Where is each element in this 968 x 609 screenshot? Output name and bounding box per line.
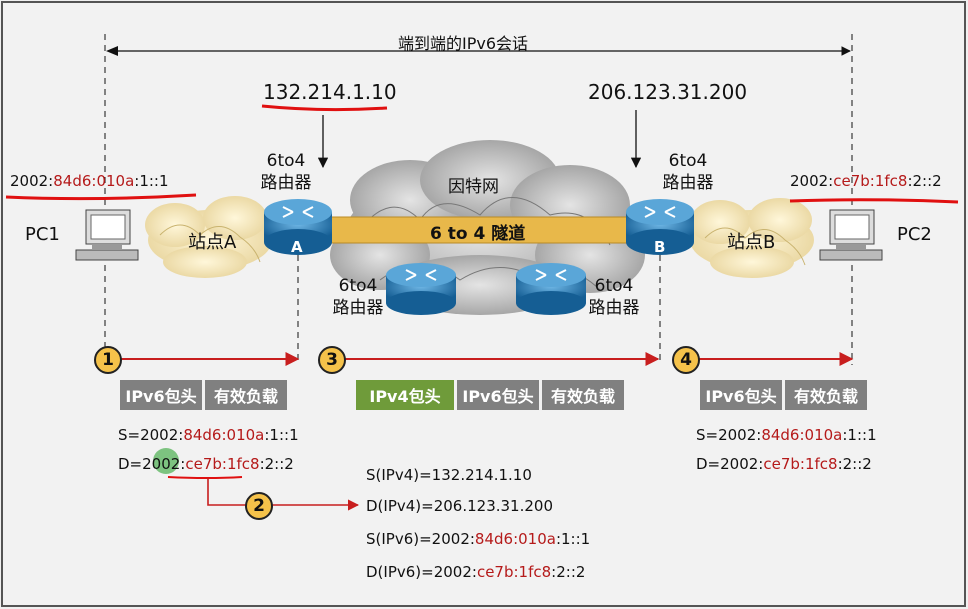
right-dest-address: D=2002:ce7b:1fc8:2::2 (696, 455, 872, 473)
internet-label: 因特网 (448, 177, 499, 197)
router-mid1-icon (386, 263, 456, 315)
packet-3-ipv6-header: IPv6包头 (457, 380, 539, 410)
pc2-icon (819, 209, 883, 261)
underline-pc1-addr (5, 193, 197, 201)
left-source-prefix: S=2002: (118, 426, 184, 444)
right-source-prefix: S=2002: (696, 426, 762, 444)
router-b-ipv4: 206.123.31.200 (588, 80, 748, 104)
cursor-highlight (153, 448, 179, 474)
router-b-label: 6to4 路由器 (648, 150, 728, 194)
encap-source-ipv6: S(IPv6)=2002:84d6:010a:1::1 (366, 530, 590, 548)
right-dest-suffix: :2::2 (837, 455, 872, 473)
router-mid1-label-line1: 6to4 (338, 276, 378, 296)
pc2-address-prefix: 2002: (790, 172, 834, 190)
right-source-suffix: :1::1 (842, 426, 877, 444)
encap-source-ipv6-red: 84d6:010a (474, 530, 556, 548)
site-a-cloud (145, 196, 272, 278)
pc2-address-suffix: :2::2 (907, 172, 942, 190)
pc1-icon (75, 209, 139, 261)
router-mid1-label: 6to4 路由器 (320, 275, 396, 319)
session-label: 端到端的IPv6会话 (398, 34, 529, 53)
packet-3-ipv4-header: IPv4包头 (356, 380, 454, 410)
right-dest-red: ce7b:1fc8 (763, 455, 838, 473)
pc2-address-red: ce7b:1fc8 (833, 172, 908, 190)
packet-3-payload: 有效负载 (542, 380, 624, 410)
router-a-badge: A (291, 238, 303, 256)
packet-4-payload: 有效负载 (785, 380, 867, 410)
packet-step-3: IPv4包头 IPv6包头 有效负载 (356, 380, 624, 410)
pc2-address: 2002:ce7b:1fc8:2::2 (790, 172, 942, 190)
packet-1-payload: 有效负载 (205, 380, 287, 410)
packet-step-4: IPv6包头 有效负载 (700, 380, 867, 410)
router-mid2-label-line2: 路由器 (588, 298, 640, 318)
encap-dest-ipv6: D(IPv6)=2002:ce7b:1fc8:2::2 (366, 563, 585, 581)
router-mid2-label-line1: 6to4 (594, 276, 634, 296)
pc1-address-red: 84d6:010a (53, 172, 135, 190)
router-a-label-line2: 路由器 (260, 173, 312, 193)
router-a-label: 6to4 路由器 (246, 150, 326, 194)
step-3-marker: 3 (318, 346, 346, 374)
encap-source-ipv6-prefix: S(IPv6)=2002: (366, 530, 475, 548)
right-source-red: 84d6:010a (761, 426, 843, 444)
session-arrowhead-left (106, 46, 118, 56)
encap-dest-ipv6-red: ce7b:1fc8 (476, 563, 552, 581)
left-dest-suffix: :2::2 (259, 455, 294, 473)
router-mid2-label: 6to4 路由器 (576, 275, 652, 319)
encap-dest-ipv4: D(IPv4)=206.123.31.200 (366, 497, 553, 515)
pc1-address: 2002:84d6:010a:1::1 (10, 172, 169, 190)
site-b-cloud (690, 198, 814, 278)
step-2-marker: 2 (245, 492, 273, 520)
packet-1-ipv6-header: IPv6包头 (120, 380, 202, 410)
left-dest-address: D=2002:ce7b:1fc8:2::2 (118, 455, 294, 473)
right-source-address: S=2002:84d6:010a:1::1 (696, 426, 877, 444)
router-a-ipv4: 132.214.1.10 (263, 80, 397, 104)
router-mid1-label-line2: 路由器 (332, 298, 384, 318)
step-1-marker: 1 (94, 346, 122, 374)
left-source-address: S=2002:84d6:010a:1::1 (118, 426, 299, 444)
router-b-label-line2: 路由器 (662, 173, 714, 193)
encap-dest-ipv6-suffix: :2::2 (551, 563, 586, 581)
underline-ipv4-a (261, 104, 388, 112)
left-source-red: 84d6:010a (183, 426, 265, 444)
router-b-label-line1: 6to4 (668, 151, 708, 171)
encap-source-ipv4: S(IPv4)=132.214.1.10 (366, 466, 532, 484)
underline-pc2-addr (789, 198, 959, 204)
left-dest-red: ce7b:1fc8 (185, 455, 260, 473)
pc2-label: PC2 (897, 224, 932, 245)
underline-left-d (167, 476, 243, 479)
left-source-suffix: :1::1 (264, 426, 299, 444)
left-dest-prefix: D=2002: (118, 455, 186, 473)
right-dest-prefix: D=2002: (696, 455, 764, 473)
tunnel-label: 6 to 4 隧道 (430, 224, 526, 244)
encap-source-ipv6-suffix: :1::1 (555, 530, 591, 548)
site-a-label: 站点A (188, 232, 237, 253)
pc1-label: PC1 (25, 224, 60, 245)
packet-4-ipv6-header: IPv6包头 (700, 380, 782, 410)
router-mid2-icon (516, 263, 586, 315)
step-4-marker: 4 (672, 346, 700, 374)
router-a-label-line1: 6to4 (266, 151, 306, 171)
router-b-badge: B (654, 238, 666, 256)
router-b-icon (626, 199, 694, 255)
flow-arrow-2 (207, 478, 360, 511)
encap-dest-ipv6-prefix: D(IPv6)=2002: (366, 563, 477, 581)
tunnel-bar (299, 216, 661, 244)
packet-step-1: IPv6包头 有效负载 (120, 380, 287, 410)
pc1-address-prefix: 2002: (10, 172, 54, 190)
site-b-label: 站点B (727, 232, 776, 253)
router-a-icon (264, 199, 332, 255)
pc1-address-suffix: :1::1 (134, 172, 169, 190)
